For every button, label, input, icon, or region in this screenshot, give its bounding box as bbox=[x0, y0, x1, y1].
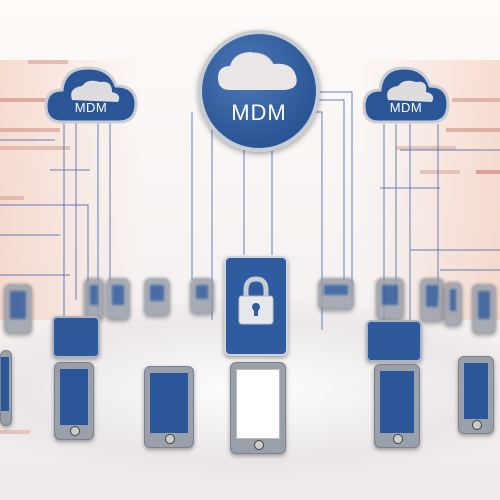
side-text-mark bbox=[0, 98, 50, 102]
side-text-mark bbox=[476, 170, 500, 174]
phone-icon bbox=[230, 362, 286, 454]
side-text-mark bbox=[0, 196, 24, 200]
side-text-mark bbox=[446, 128, 500, 132]
phone-icon bbox=[4, 284, 32, 334]
phone-icon bbox=[190, 278, 214, 314]
left-cloud-label: MDM bbox=[74, 100, 108, 115]
right-cloud-label: MDM bbox=[389, 100, 423, 115]
side-text-mark bbox=[0, 146, 70, 150]
cloud-icon bbox=[218, 51, 297, 90]
locked-device bbox=[224, 256, 288, 356]
phone-icon bbox=[472, 284, 496, 334]
tablet-icon bbox=[52, 316, 100, 358]
side-text-mark bbox=[396, 146, 456, 150]
padlock-icon bbox=[238, 276, 274, 325]
side-text-mark bbox=[0, 128, 60, 132]
hub-label: MDM bbox=[231, 100, 287, 125]
phone-icon bbox=[54, 362, 94, 440]
side-text-mark bbox=[420, 170, 460, 174]
phone-icon bbox=[420, 278, 444, 322]
tablet-icon bbox=[366, 320, 422, 362]
phone-icon bbox=[144, 278, 170, 316]
side-text-mark bbox=[452, 98, 500, 102]
phone-icon bbox=[106, 278, 130, 320]
phone-icon bbox=[444, 282, 462, 326]
side-text-mark bbox=[28, 60, 68, 64]
phone-icon bbox=[84, 278, 104, 320]
phone-icon bbox=[0, 350, 12, 426]
cloud-icon bbox=[362, 66, 450, 124]
phone-icon bbox=[318, 278, 354, 310]
phone-icon bbox=[376, 278, 404, 320]
phone-icon bbox=[458, 356, 494, 434]
phone-icon bbox=[144, 366, 194, 448]
right-cloud: MDM bbox=[360, 60, 452, 128]
phone-icon bbox=[374, 364, 420, 448]
left-cloud: MDM bbox=[42, 58, 140, 128]
mdm-hub: MDM bbox=[198, 30, 320, 152]
cloud-icon bbox=[44, 66, 138, 124]
